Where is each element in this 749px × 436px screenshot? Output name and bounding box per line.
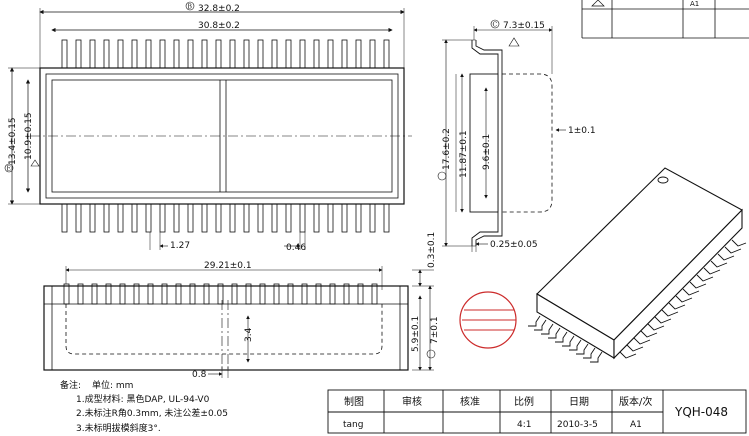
marker-b: B — [188, 4, 193, 11]
dim-lead-foot: 0.25±0.05 — [490, 240, 538, 250]
corner-triangle-mark — [591, 0, 605, 7]
note-2: 2.未标注R角0.3mm, 未注公差±0.05 — [76, 407, 228, 419]
dim-bottom-offset: 0.8 — [192, 370, 207, 380]
dim-pin-span: 29.21±0.1 — [204, 261, 252, 271]
tb-header-approve: 核准 — [460, 395, 480, 408]
tb-scale: 4:1 — [517, 420, 531, 430]
side-view: C 7.3±0.15 17.6±0.2 11.87±0.1 9.6±0.1 1±… — [437, 19, 596, 252]
tb-header-draw: 制图 — [344, 395, 364, 408]
dim-top-height: 7.3±0.15 — [503, 21, 545, 31]
tb-header-review: 审核 — [402, 395, 422, 408]
dim-body-length: 30.8±0.2 — [198, 21, 240, 31]
top-view-leads-lower — [61, 195, 390, 233]
dim-width-outer: 13.4±0.15 — [8, 117, 18, 165]
note-1: 1.成型材料: 黑色DAP, UL-94-V0 — [76, 393, 210, 405]
dim-pitch: 1.27 — [170, 241, 190, 251]
marker-c: C — [493, 22, 498, 29]
dim-standoff: 0.3±0.1 — [427, 232, 437, 268]
dim-side-b: 9.6±0.1 — [482, 134, 492, 170]
projection-symbol — [459, 291, 517, 349]
front-view: 29.21±0.1 3.4 0.8 — [43, 232, 440, 380]
dim-bottom-width: 3.4 — [244, 327, 254, 342]
title-block — [327, 389, 747, 434]
dim-body-h2: 7±0.1 — [430, 316, 440, 344]
dim-lead-width: 0.46 — [286, 243, 306, 253]
tb-version: A1 — [630, 420, 642, 430]
tb-header-version: 版本/次 — [619, 395, 652, 408]
dim-width-inner: 10.9±0.15 — [24, 112, 34, 160]
tb-header-date: 日期 — [569, 396, 589, 408]
tb-drawer: tang — [343, 420, 363, 430]
dim-body-h1: 5.9±0.1 — [411, 316, 421, 352]
tb-header-scale: 比例 — [514, 395, 534, 408]
dim-side-total: 17.6±0.2 — [442, 128, 452, 170]
isometric-view — [528, 167, 747, 363]
dim-total-length: 32.8±0.2 — [198, 4, 240, 14]
corner-revision-table — [581, 0, 749, 39]
notes-title: 备注: — [60, 379, 81, 391]
top-view: B 32.8±0.2 30.8±0.2 13.4±0.15 E 10.9±0.1… — [4, 1, 412, 253]
notes-unit: 单位: mm — [92, 379, 133, 391]
tb-date: 2010-3-5 — [557, 420, 598, 430]
marker-e: E — [7, 166, 11, 173]
tb-part-number: YQH-048 — [674, 405, 728, 419]
corner-rev-value: A1 — [690, 0, 699, 8]
note-3: 3.未标明拔模斜度3°. — [76, 422, 161, 434]
dim-side-a: 11.87±0.1 — [459, 130, 469, 178]
dim-lead-thickness: 1±0.1 — [568, 126, 596, 136]
